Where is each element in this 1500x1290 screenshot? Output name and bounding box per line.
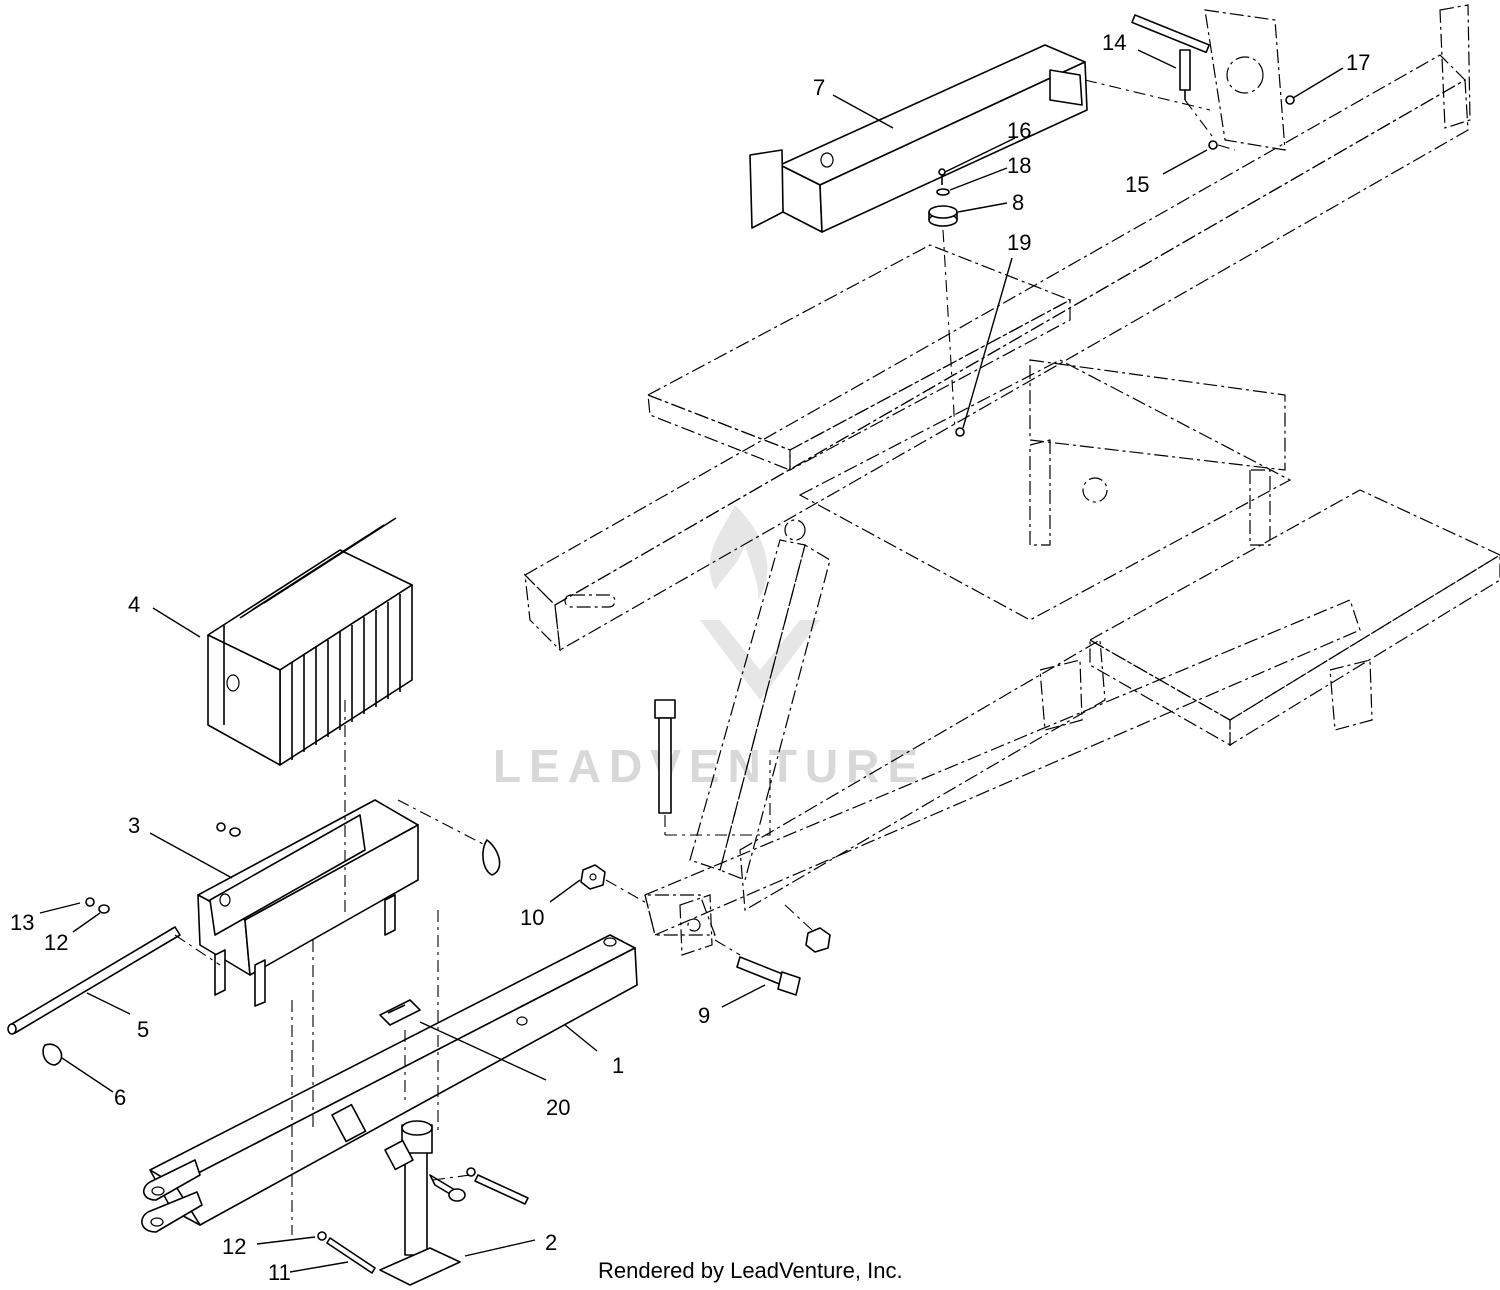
callout-17: 17 (1346, 50, 1370, 75)
frame-nut (805, 927, 831, 953)
leadventure-watermark: LEADVENTURE (493, 505, 926, 792)
part-11-pin (326, 1237, 376, 1274)
leader-lines (39, 49, 1344, 1273)
callout-1: 1 (612, 1053, 624, 1078)
part-8-spacer (928, 205, 958, 227)
part-10-nut (580, 864, 606, 890)
part-5-rod (7, 926, 181, 1035)
callout-7: 7 (813, 75, 825, 100)
part-17-screw (1285, 95, 1295, 105)
callout-9: 9 (698, 1003, 710, 1028)
part-18-washer (936, 188, 950, 196)
part-19-nut (955, 427, 965, 437)
part-14-pin (1131, 14, 1210, 100)
part-9-bolt (736, 956, 801, 996)
part-1-tongue-tube (141, 934, 638, 1233)
part-2-jack (379, 1120, 466, 1286)
watermark-text: LEADVENTURE (493, 740, 926, 792)
part-6-clip (42, 1043, 63, 1066)
frame-bolt-vertical (654, 699, 676, 814)
render-credit: Rendered by LeadVenture, Inc. (598, 1258, 903, 1283)
callout-20: 20 (546, 1095, 570, 1120)
callout-12-upper: 12 (44, 930, 68, 955)
callout-19: 19 (1007, 230, 1031, 255)
callout-18: 18 (1007, 153, 1031, 178)
callout-4: 4 (128, 592, 140, 617)
callout-8: 8 (1012, 190, 1024, 215)
callout-6: 6 (114, 1085, 126, 1110)
part-20-decal (379, 999, 421, 1026)
callout-10: 10 (520, 905, 544, 930)
callout-3: 3 (128, 813, 140, 838)
tray-hardware (85, 822, 501, 914)
callout-labels: 1 2 3 4 5 6 7 8 9 10 11 12 12 13 14 15 1… (10, 30, 1370, 1285)
callout-15: 15 (1125, 172, 1149, 197)
assembly-lines (174, 79, 1236, 1235)
callout-5: 5 (137, 1017, 149, 1042)
trailer-frame (524, 4, 1500, 956)
part-15-pin (1208, 140, 1218, 150)
callout-11: 11 (268, 1260, 291, 1285)
callout-14: 14 (1102, 30, 1126, 55)
callout-12-lower: 12 (222, 1234, 246, 1259)
part-3-weight-tray (197, 799, 419, 1007)
callout-2: 2 (545, 1230, 557, 1255)
part-7-bracket (749, 44, 1088, 233)
callout-13: 13 (10, 910, 34, 935)
part-16-screw (938, 168, 946, 185)
part-12-washer-lower (317, 1231, 327, 1241)
callout-16: 16 (1007, 118, 1031, 143)
jack-bolt (466, 1167, 529, 1205)
part-4-weight-stack (207, 517, 413, 766)
